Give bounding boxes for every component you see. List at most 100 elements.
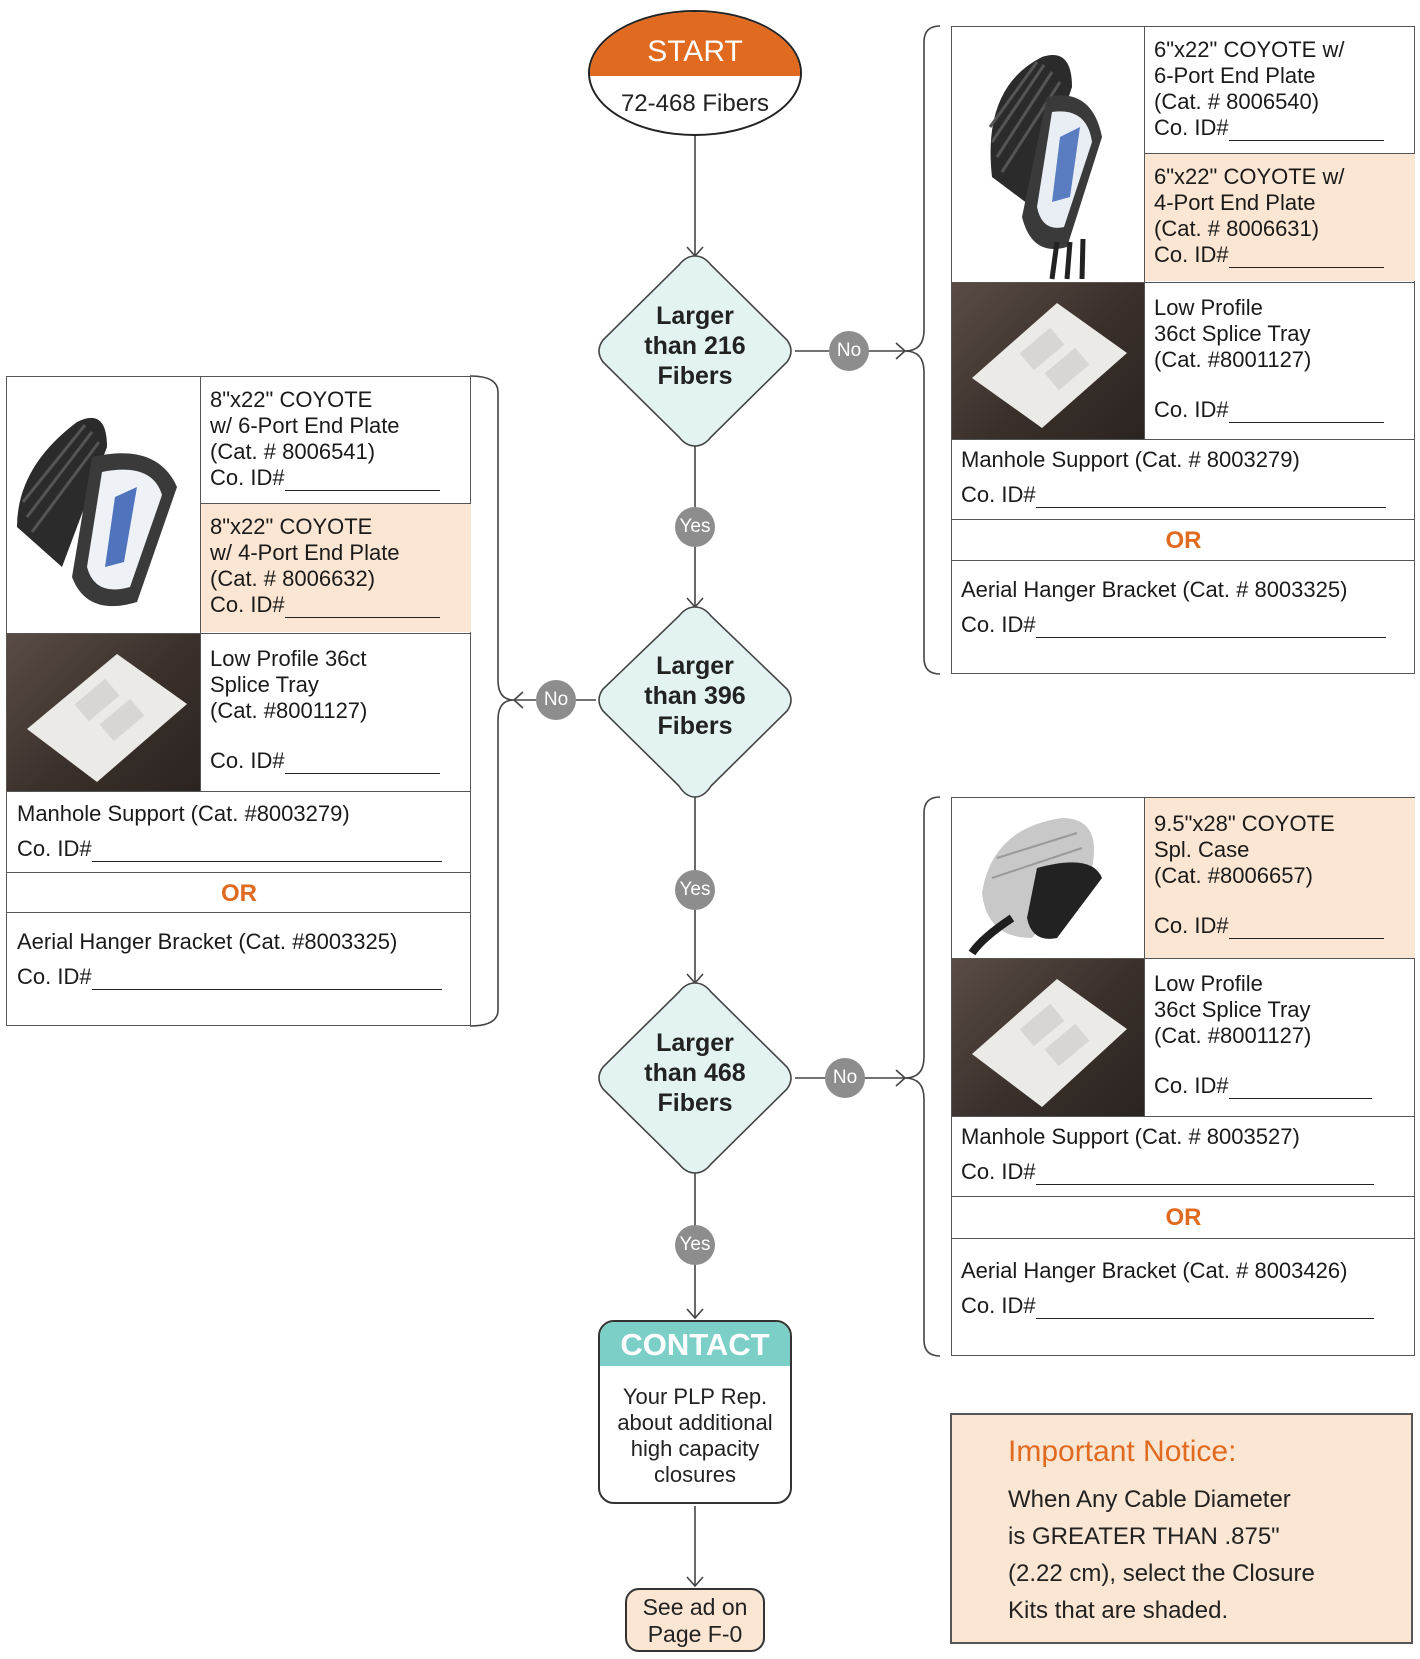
closure-6port-6x22-coid-blank[interactable] [1228,120,1384,141]
decision-468-line2: than 468 [644,1059,746,1087]
splice-tray-photo [952,959,1144,1116]
aerial-bracket-468: Aerial Hanger Bracket (Cat. # 8003426) C… [961,1258,1406,1319]
aerial-bracket-396-label: Aerial Hanger Bracket (Cat. #8003325) [17,929,398,954]
yes-badge-468: Yes [675,1225,715,1265]
manhole-support-216-coid-label: Co. ID# [961,482,1036,507]
decision-216-text: Larger than 216 Fibers [605,301,785,391]
decision-468-line1: Larger [656,1029,734,1057]
aerial-bracket-216: Aerial Hanger Bracket (Cat. # 8003325) C… [961,577,1406,638]
closure-4port-6x22-coid-blank[interactable] [1228,247,1384,268]
closure-6port-8x22-cat: (Cat. # 8006541) [210,439,376,464]
decision-396-line1: Larger [656,652,734,680]
aerial-bracket-216-coid-label: Co. ID# [961,612,1036,637]
or-label-396: OR [221,880,257,907]
closure-4port-8x22-coid-label: Co. ID# [210,592,285,617]
notice-line-1: When Any Cable Diameter [1008,1486,1291,1513]
see-ad-line-2: Page F-0 [647,1621,743,1647]
coyote-8x22-photo [7,377,200,633]
closure-9x28: 9.5"x28" COYOTE Spl. Case (Cat. #8006657… [1145,798,1415,958]
splice-tray-photo [952,283,1144,439]
aerial-bracket-216-coid-blank[interactable] [1035,617,1386,638]
manhole-support-468-coid-blank[interactable] [1035,1164,1374,1185]
decision-468-line3: Fibers [657,1089,733,1117]
closure-9x28-cat: (Cat. #8006657) [1154,863,1313,888]
panel-396-options: 8"x22" COYOTE w/ 6-Port End Plate (Cat. … [6,376,471,1026]
aerial-bracket-396-coid-label: Co. ID# [17,964,92,989]
closure-9x28-coid-label: Co. ID# [1154,913,1229,938]
contact-line-1: Your PLP Rep. [622,1384,768,1409]
splice-tray-photo [7,634,200,791]
aerial-bracket-396: Aerial Hanger Bracket (Cat. #8003325) Co… [17,929,462,990]
decision-diamond-468 [598,982,792,1174]
decision-396-line3: Fibers [657,712,733,740]
contact-body: Your PLP Rep. about additional high capa… [604,1384,786,1488]
decision-396-text: Larger than 396 Fibers [605,651,785,741]
decision-diamond-396 [598,606,792,798]
splice-tray-396-coid-blank[interactable] [284,753,440,774]
closure-6port-6x22-endplate: 6-Port End Plate [1154,63,1316,88]
contact-line-2: about additional [617,1410,773,1435]
splice-tray-468-cat: (Cat. #8001127) [1154,1023,1312,1048]
splice-tray-396-coid-label: Co. ID# [210,748,285,773]
splice-tray-468-coid-blank[interactable] [1228,1078,1372,1099]
panel-216-options: 6"x22" COYOTE w/ 6-Port End Plate (Cat. … [951,26,1415,674]
manhole-support-396-coid-label: Co. ID# [17,836,92,861]
decision-468-text: Larger than 468 Fibers [605,1028,785,1118]
coyote-6x22-photo [952,27,1144,282]
yes-badge-396: Yes [675,870,715,910]
or-label-216: OR [1165,527,1202,554]
manhole-support-396: Manhole Support (Cat. #8003279) Co. ID# [17,801,462,862]
closure-4port-6x22-name: 6"x22" COYOTE w/ [1154,164,1345,189]
splice-tray-396-cat: (Cat. #8001127) [210,698,368,723]
closure-6port-8x22-coid-blank[interactable] [284,470,440,491]
decision-diamond-216 [598,255,792,447]
splice-tray-396-desc: Splice Tray [210,672,319,697]
closure-4port-6x22: 6"x22" COYOTE w/ 4-Port End Plate (Cat. … [1145,154,1415,281]
aerial-bracket-468-coid-label: Co. ID# [961,1293,1036,1318]
start-title: START [590,12,800,76]
closure-9x28-coid-blank[interactable] [1228,918,1384,939]
splice-tray-468-name: Low Profile [1154,971,1263,996]
closure-4port-6x22-cat: (Cat. # 8006631) [1154,216,1320,241]
aerial-bracket-468-label: Aerial Hanger Bracket (Cat. # 8003426) [961,1258,1348,1283]
splice-tray-216-cat: (Cat. #8001127) [1154,347,1312,372]
notice-line-2: is GREATER THAN .875" [1008,1523,1280,1550]
closure-4port-6x22-coid-label: Co. ID# [1154,242,1229,267]
contact-line-4: closures [654,1462,736,1487]
splice-tray-396: Low Profile 36ct Splice Tray (Cat. #8001… [201,634,471,791]
coyote-9x28-photo [952,798,1144,958]
decision-216-line3: Fibers [657,362,733,390]
closure-4port-8x22: 8"x22" COYOTE w/ 4-Port End Plate (Cat. … [201,504,471,632]
splice-tray-468-coid-label: Co. ID# [1154,1073,1229,1098]
closure-6port-8x22-endplate: w/ 6-Port End Plate [210,413,400,438]
splice-tray-216-coid-label: Co. ID# [1154,397,1229,422]
see-ad-node: See ad on Page F-0 [625,1588,765,1652]
closure-4port-8x22-cat: (Cat. # 8006632) [210,566,376,591]
aerial-bracket-468-coid-blank[interactable] [1035,1298,1374,1319]
see-ad-line-1: See ad on [642,1594,748,1620]
splice-tray-216-name: Low Profile [1154,295,1263,320]
no-badge-468: No [825,1058,865,1098]
closure-6port-8x22-coid-label: Co. ID# [210,465,285,490]
splice-tray-216: Low Profile 36ct Splice Tray (Cat. #8001… [1145,283,1415,439]
notice-body: When Any Cable Diameter is GREATER THAN … [1008,1481,1388,1629]
closure-6port-6x22: 6"x22" COYOTE w/ 6-Port End Plate (Cat. … [1145,27,1415,152]
manhole-support-468-label: Manhole Support (Cat. # 8003527) [961,1124,1300,1149]
closure-9x28-name: 9.5"x28" COYOTE [1154,811,1335,836]
manhole-support-216-coid-blank[interactable] [1035,487,1386,508]
closure-6port-8x22: 8"x22" COYOTE w/ 6-Port End Plate (Cat. … [201,377,471,502]
splice-tray-216-coid-blank[interactable] [1228,402,1384,423]
contact-node: CONTACT Your PLP Rep. about additional h… [598,1320,792,1504]
splice-tray-468: Low Profile 36ct Splice Tray (Cat. #8001… [1145,959,1415,1116]
manhole-support-216: Manhole Support (Cat. # 8003279) Co. ID# [961,447,1406,508]
manhole-support-396-coid-blank[interactable] [91,841,442,862]
panel-468-options: 9.5"x28" COYOTE Spl. Case (Cat. #8006657… [951,797,1415,1356]
closure-6port-8x22-name: 8"x22" COYOTE [210,387,373,412]
closure-4port-8x22-coid-blank[interactable] [284,597,440,618]
aerial-bracket-396-coid-blank[interactable] [91,969,442,990]
no-badge-216: No [829,331,869,371]
manhole-support-396-label: Manhole Support (Cat. #8003279) [17,801,350,826]
start-node: START 72-468 Fibers [588,10,802,136]
splice-tray-468-desc: 36ct Splice Tray [1154,997,1311,1022]
